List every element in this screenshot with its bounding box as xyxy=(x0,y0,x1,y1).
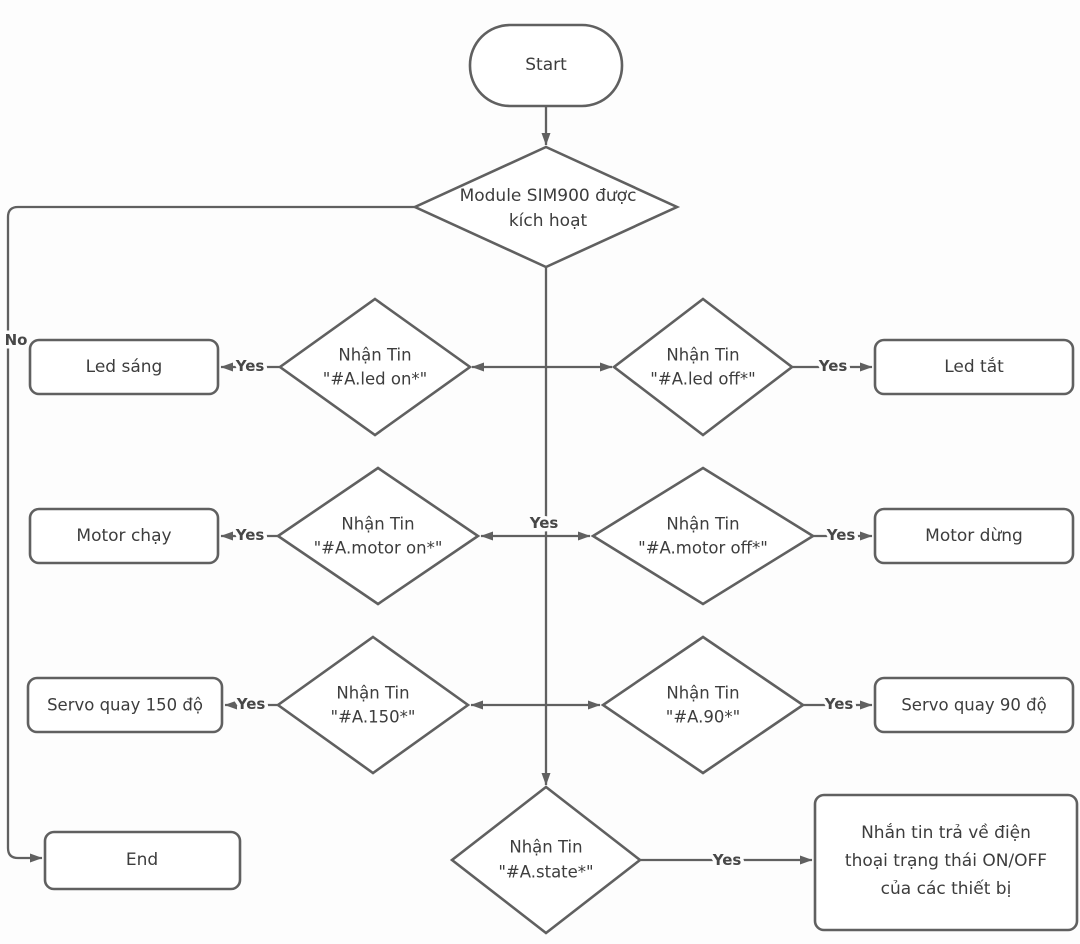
node-end: End xyxy=(43,830,242,891)
label-yes-90: Yes xyxy=(824,695,854,713)
recv-90-line1: Nhận Tin xyxy=(666,684,739,703)
servo-90-shape xyxy=(873,676,1075,734)
sim900-label-line1: Module SIM900 được xyxy=(460,186,637,206)
edge-no-to-end xyxy=(6,205,415,863)
motor-dung-label: Motor dừng xyxy=(925,526,1023,546)
recv-motor-on-shape xyxy=(275,466,481,606)
label-yes-150: Yes xyxy=(236,695,266,713)
end-label: End xyxy=(126,850,158,870)
recv-led-on-shape xyxy=(277,297,473,437)
motor-chay-label: Motor chạy xyxy=(76,526,171,546)
node-recv-motor-on: Nhận Tin "#A.motor on*" xyxy=(275,466,481,606)
motor-chay-shape xyxy=(28,507,220,565)
node-led-sang: Led sáng xyxy=(28,338,220,396)
node-recv-led-on: Nhận Tin "#A.led on*" xyxy=(277,297,473,437)
recv-90-line2: "#A.90*" xyxy=(666,708,741,727)
node-recv-150: Nhận Tin "#A.150*" xyxy=(275,635,471,775)
sms-reply-line3: của các thiết bị xyxy=(881,878,1012,899)
node-recv-led-off: Nhận Tin "#A.led off*" xyxy=(611,297,795,437)
recv-150-line2: "#A.150*" xyxy=(331,708,416,727)
led-sang-label: Led sáng xyxy=(86,357,163,377)
node-motor-dung: Motor dừng xyxy=(873,507,1075,565)
node-motor-chay: Motor chạy xyxy=(28,507,220,565)
recv-led-off-line2: "#A.led off*" xyxy=(650,370,755,389)
servo-150-label: Servo quay 150 độ xyxy=(47,696,203,715)
label-yes-motor-on: Yes xyxy=(235,526,265,544)
recv-led-off-shape xyxy=(611,297,795,437)
start-label: Start xyxy=(525,55,567,75)
recv-motor-on-line1: Nhận Tin xyxy=(341,515,414,534)
node-sms-reply: Nhắn tin trả về điện thoại trạng thái ON… xyxy=(813,793,1079,932)
node-servo-quay-150: Servo quay 150 độ xyxy=(26,676,224,734)
label-yes-led-off: Yes xyxy=(818,357,848,375)
end-shape xyxy=(43,830,242,891)
recv-150-line1: Nhận Tin xyxy=(336,684,409,703)
recv-led-on-line1: Nhận Tin xyxy=(338,346,411,365)
node-recv-motor-off: Nhận Tin "#A.motor off*" xyxy=(590,466,816,606)
label-yes-state: Yes xyxy=(712,851,742,869)
recv-motor-off-line1: Nhận Tin xyxy=(666,515,739,534)
label-no: No xyxy=(5,331,28,349)
recv-state-shape xyxy=(449,785,643,935)
sms-reply-line2: thoại trạng thái ON/OFF xyxy=(845,851,1047,871)
sms-reply-line1: Nhắn tin trả về điện xyxy=(861,822,1031,843)
recv-state-line1: Nhận Tin xyxy=(509,838,582,857)
sim900-label-line2: kích hoạt xyxy=(509,211,588,231)
node-sim900-check: Module SIM900 được kích hoạt xyxy=(411,145,681,269)
recv-motor-off-shape xyxy=(590,466,816,606)
label-yes-spine-motor: Yes xyxy=(529,514,559,532)
recv-90-shape xyxy=(600,635,806,775)
recv-led-on-line2: "#A.led on*" xyxy=(323,370,428,389)
recv-150-shape xyxy=(275,635,471,775)
sim900-shape xyxy=(411,145,681,269)
servo-150-shape xyxy=(26,676,224,734)
led-tat-shape xyxy=(873,338,1075,396)
node-recv-state: Nhận Tin "#A.state*" xyxy=(449,785,643,935)
node-led-tat: Led tắt xyxy=(873,338,1075,396)
node-servo-quay-90: Servo quay 90 độ xyxy=(873,676,1075,734)
label-yes-motor-off: Yes xyxy=(826,526,856,544)
sms-reply-shape xyxy=(813,793,1079,932)
servo-90-label: Servo quay 90 độ xyxy=(901,696,1046,715)
recv-state-line2: "#A.state*" xyxy=(498,863,593,882)
recv-motor-on-line2: "#A.motor on*" xyxy=(314,539,443,558)
led-sang-shape xyxy=(28,338,220,396)
start-shape xyxy=(468,23,624,108)
label-yes-led-on: Yes xyxy=(235,357,265,375)
recv-motor-off-line2: "#A.motor off*" xyxy=(638,539,768,558)
motor-dung-shape xyxy=(873,507,1075,565)
recv-led-off-line1: Nhận Tin xyxy=(666,346,739,365)
led-tat-label: Led tắt xyxy=(944,356,1004,377)
node-recv-90: Nhận Tin "#A.90*" xyxy=(600,635,806,775)
edge-labels: No Yes Yes Yes Yes Yes Yes Yes Yes xyxy=(1,328,859,873)
edges xyxy=(6,106,873,865)
node-start: Start xyxy=(468,23,624,108)
